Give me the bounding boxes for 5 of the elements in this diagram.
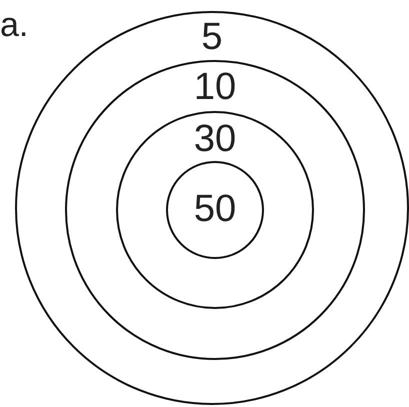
score-value: 50 — [194, 190, 236, 228]
panel-label: a. — [0, 8, 28, 42]
score-value: 10 — [194, 68, 236, 106]
score-value: 30 — [194, 120, 236, 158]
score-value: 5 — [201, 18, 223, 56]
